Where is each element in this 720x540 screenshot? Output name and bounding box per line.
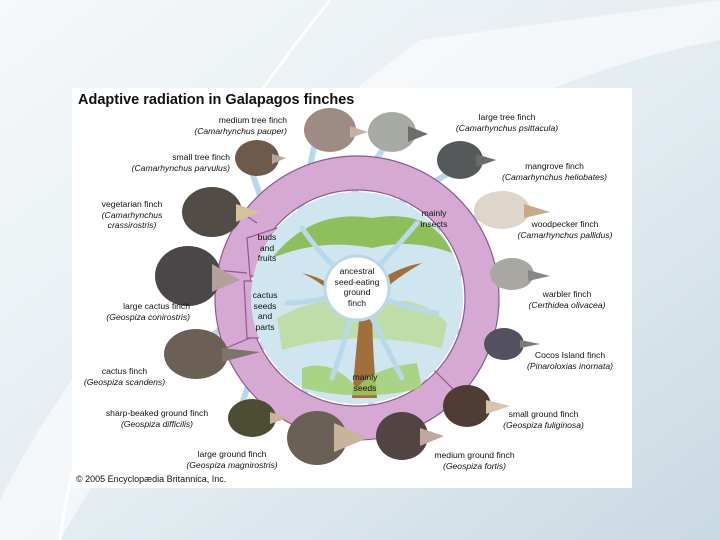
woodpecker-finch-head — [474, 191, 550, 229]
finch-label-large-ground: large ground finch(Geospiza magnirostris… — [186, 449, 278, 470]
cocos-island-finch-head — [484, 328, 540, 360]
finch-diagram-figure: Adaptive radiation in Galapagos finches … — [72, 88, 632, 488]
finch-label-medium-tree: medium tree finch(Camarhynchus pauper) — [194, 115, 287, 136]
finch-label-woodpecker: woodpecker finch(Camarhynchus pallidus) — [517, 219, 613, 240]
finch-label-vegetarian: vegetarian finch(Camarhynchus crassirost… — [101, 199, 163, 230]
finch-heads — [155, 108, 550, 465]
finch-label-warbler: warbler finch(Certhidea olivacea) — [528, 289, 606, 310]
finch-label-cocos-island: Cocos Island finch(Pinaroloxias inornata… — [527, 350, 613, 371]
finch-label-large-tree: large tree finch(Camarhynchus psittacula… — [455, 112, 559, 133]
finch-label-small-ground: small ground finch(Geospiza fuliginosa) — [503, 409, 584, 430]
finch-label-small-tree: small tree finch(Camarhynchus parvulus) — [131, 152, 230, 173]
diagram-title: Adaptive radiation in Galapagos finches — [78, 92, 355, 108]
vegetarian-finch-head — [182, 187, 260, 237]
finch-label-medium-ground: medium ground finch(Geospiza fortis) — [434, 450, 515, 471]
finch-label-sharp-beaked-ground: sharp-beaked ground finch(Geospiza diffi… — [105, 408, 209, 429]
warbler-finch-head — [490, 258, 550, 290]
finch-label-cactus: cactus finch(Geospiza scandens) — [83, 366, 166, 387]
radiation-diagram — [155, 108, 550, 465]
sharp-beaked-ground-finch-head — [228, 399, 288, 437]
medium-ground-finch-head — [376, 412, 444, 460]
cactus-finch-head — [164, 329, 260, 379]
small-ground-finch-head — [443, 385, 510, 427]
medium-tree-finch-head — [304, 108, 368, 152]
finch-label-mangrove: mangrove finch(Camarhynchus heliobates) — [501, 161, 608, 182]
large-tree-finch-head — [368, 112, 428, 152]
finch-label-large-cactus: large cactus finch(Geospiza conirostris) — [106, 301, 190, 322]
island-scene — [251, 192, 463, 404]
mangrove-finch-head — [437, 141, 496, 179]
copyright-notice: © 2005 Encyclopædia Britannica, Inc. — [76, 474, 227, 484]
small-tree-finch-head — [235, 140, 286, 176]
large-cactus-finch-head — [155, 246, 240, 306]
large-ground-finch-head — [287, 411, 368, 465]
